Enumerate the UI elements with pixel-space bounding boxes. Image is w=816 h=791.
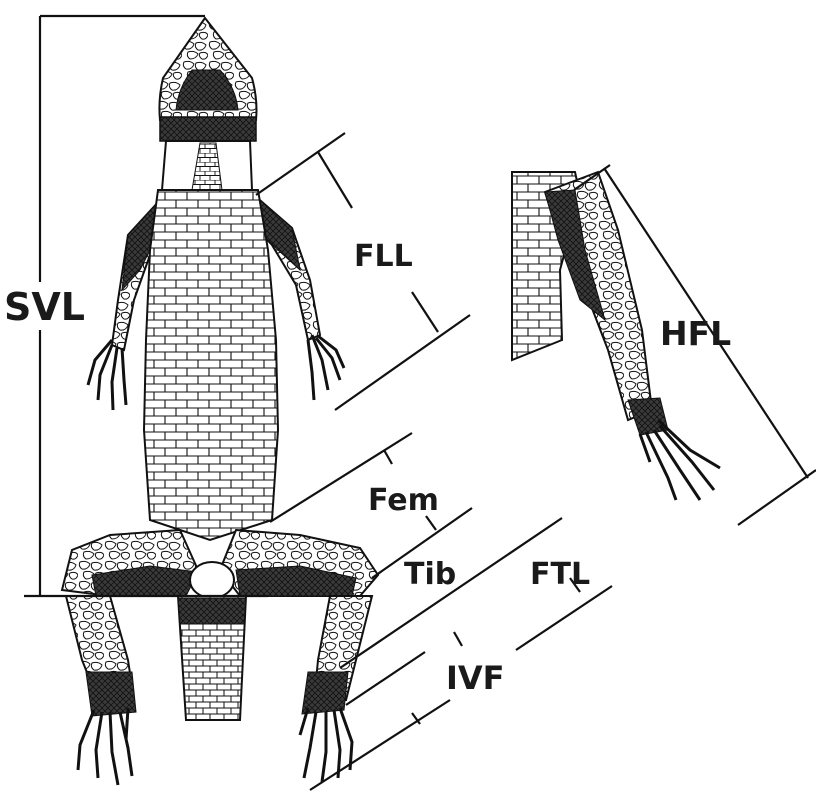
measurement-lines <box>24 16 816 790</box>
ftl-line-bottom <box>516 586 612 650</box>
svl-label: SVL <box>4 285 85 329</box>
fll-tick-top <box>318 152 352 208</box>
right-hand <box>308 335 344 400</box>
fem-tick-2 <box>426 516 436 530</box>
trunk <box>144 190 278 540</box>
lizard-body <box>62 18 378 785</box>
left-hand <box>88 340 126 410</box>
tib-label: Tib <box>404 557 456 592</box>
fem-tick <box>384 450 392 464</box>
right-toes <box>300 708 352 782</box>
neck-band <box>160 117 256 141</box>
fll-line <box>256 133 345 195</box>
tib-line <box>340 518 562 668</box>
ivf-line-top <box>346 652 425 705</box>
vent <box>190 562 234 598</box>
fll-label: FLL <box>354 239 413 274</box>
fll-line-end <box>335 315 470 410</box>
hfl-line-bottom <box>738 470 816 525</box>
fem-label: Fem <box>368 483 439 518</box>
hfl-label: HFL <box>660 314 731 353</box>
ivf-line-bottom <box>310 700 450 790</box>
fll-tick-bottom <box>412 292 438 332</box>
ivf-label: IVF <box>446 659 505 697</box>
ivf-tick <box>454 632 462 646</box>
left-toes <box>78 708 132 785</box>
ftl-label: FTL <box>530 557 590 592</box>
tail-dark-band <box>178 598 246 624</box>
